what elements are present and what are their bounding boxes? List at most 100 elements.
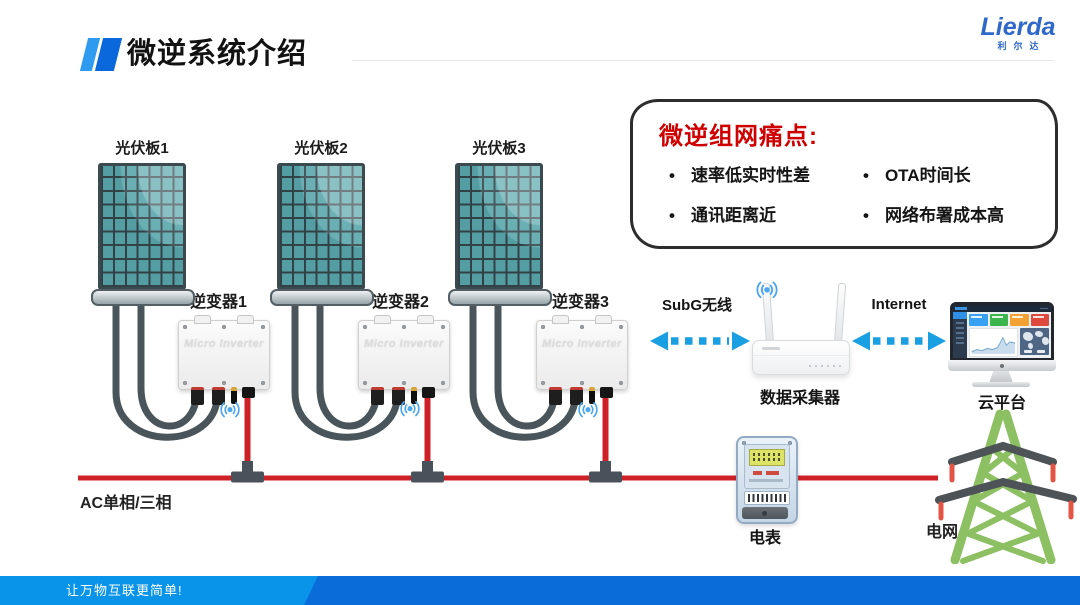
screw-icon bbox=[580, 325, 584, 329]
inverter-label: 逆变器3 bbox=[552, 294, 609, 311]
solar-panel-base bbox=[448, 289, 552, 306]
screw-icon bbox=[402, 381, 406, 385]
solar-panel-base bbox=[91, 289, 195, 306]
wireless-icon bbox=[220, 402, 240, 418]
dc-connector bbox=[371, 387, 384, 405]
meter-indicator bbox=[766, 471, 779, 475]
collector-label: 数据采集器 bbox=[759, 390, 840, 407]
footer-slogan: 让万物互联更简单! bbox=[66, 583, 183, 598]
screw-icon bbox=[183, 325, 187, 329]
meter-barcode bbox=[744, 491, 790, 505]
meter-indicator bbox=[753, 471, 762, 475]
micro-inverter: Micro Inverter bbox=[536, 315, 628, 405]
page-title: 微逆系统介绍 bbox=[127, 38, 308, 70]
solar-panel bbox=[277, 163, 365, 290]
inverter-device-text: Micro Inverter bbox=[184, 338, 264, 350]
antenna-connector bbox=[411, 387, 417, 404]
inverter-label: 逆变器2 bbox=[372, 294, 429, 311]
pain-point-text: OTA时间长 bbox=[884, 166, 971, 185]
pain-point-text: 速率低实时性差 bbox=[690, 166, 810, 185]
footer-bar: 让万物互联更简单! bbox=[0, 576, 1080, 605]
dashboard-cards bbox=[969, 314, 1049, 326]
internet-label: Internet bbox=[871, 296, 927, 313]
screw-icon bbox=[222, 381, 226, 385]
screw-icon bbox=[541, 381, 545, 385]
router-brand-mark bbox=[762, 347, 780, 350]
pain-point-item: • OTA时间长 bbox=[863, 161, 971, 186]
dc-connector bbox=[549, 387, 562, 405]
mount-tab bbox=[595, 315, 612, 324]
mount-tab bbox=[237, 315, 254, 324]
pain-points-row: • 通讯距离近 • 网络布署成本高 bbox=[633, 201, 1055, 225]
screw-icon bbox=[619, 381, 623, 385]
screw-icon bbox=[619, 325, 623, 329]
dc-connector bbox=[392, 387, 405, 405]
footer-accent bbox=[0, 576, 318, 605]
micro-inverter: Micro Inverter bbox=[358, 315, 450, 405]
dashboard-content bbox=[969, 314, 1049, 357]
meter-label: 电表 bbox=[748, 530, 781, 547]
wireless-icon bbox=[756, 281, 778, 299]
logo-chinese-name: 利尔达 bbox=[997, 41, 1046, 51]
bullet-icon: • bbox=[863, 206, 869, 225]
grid-label: 电网 bbox=[926, 524, 959, 541]
bullet-icon: • bbox=[669, 206, 675, 225]
screw-icon bbox=[363, 381, 367, 385]
micro-inverter: Micro Inverter bbox=[178, 315, 270, 405]
solar-panel-label: 光伏板1 bbox=[115, 140, 169, 157]
meter-detail bbox=[749, 479, 783, 482]
dashboard-screen bbox=[953, 305, 1051, 358]
pain-point-text: 通讯距离近 bbox=[690, 206, 776, 225]
solar-panel-base bbox=[270, 289, 374, 306]
inverter-label: 逆变器1 bbox=[190, 294, 247, 311]
solar-panel bbox=[98, 163, 186, 290]
internet-arrow-icon bbox=[852, 331, 946, 351]
title-divider bbox=[352, 60, 1054, 61]
inverter-device-text: Micro Inverter bbox=[364, 338, 444, 350]
screw-icon bbox=[788, 441, 792, 445]
ac-connector bbox=[600, 387, 613, 398]
monitor-chin bbox=[948, 360, 1056, 371]
bullet-icon: • bbox=[863, 166, 869, 185]
pain-point-item: • 网络布署成本高 bbox=[863, 201, 1004, 226]
screw-icon bbox=[580, 381, 584, 385]
meter-face bbox=[744, 444, 790, 489]
screw-icon bbox=[441, 325, 445, 329]
antenna-connector bbox=[589, 387, 595, 404]
ac-connector bbox=[422, 387, 435, 398]
screw-icon bbox=[541, 325, 545, 329]
ac-bus-label: AC单相/三相 bbox=[80, 495, 172, 512]
pain-points-box: 微逆组网痛点: • 速率低实时性差 • OTA时间长 • 通讯距离近 • 网络布署成本高 bbox=[630, 99, 1058, 249]
pain-point-text: 网络布署成本高 bbox=[884, 206, 1004, 225]
solar-panel-label: 光伏板2 bbox=[294, 140, 348, 157]
dc-connector bbox=[191, 387, 204, 405]
t-connectors bbox=[231, 461, 622, 483]
screw-icon bbox=[222, 325, 226, 329]
subg-arrow-icon bbox=[650, 331, 750, 351]
router-seam bbox=[753, 355, 849, 356]
screw-icon bbox=[441, 381, 445, 385]
meter-terminal-cover bbox=[742, 507, 788, 519]
bullet-icon: • bbox=[669, 166, 675, 185]
grid-tower-icon bbox=[935, 409, 1077, 564]
pain-point-item: • 通讯距离近 bbox=[669, 201, 776, 226]
wireless-icon bbox=[578, 402, 598, 418]
logo-wordmark: Lierda bbox=[980, 13, 1056, 41]
screw-icon bbox=[742, 441, 746, 445]
mount-tab bbox=[194, 315, 211, 324]
dc-connector bbox=[570, 387, 583, 405]
dashboard-sidebar bbox=[953, 312, 967, 358]
antenna-connector bbox=[231, 387, 237, 404]
dashboard-world-map bbox=[1019, 328, 1049, 355]
pain-points-row: • 速率低实时性差 • OTA时间长 bbox=[633, 161, 1055, 185]
screw-icon bbox=[363, 325, 367, 329]
meter-lcd-display bbox=[749, 449, 785, 466]
mount-tab bbox=[374, 315, 391, 324]
screw-icon bbox=[183, 381, 187, 385]
pain-points-title: 微逆组网痛点: bbox=[659, 123, 818, 150]
wireless-icon bbox=[400, 401, 420, 417]
screw-icon bbox=[261, 381, 265, 385]
screw-icon bbox=[261, 325, 265, 329]
